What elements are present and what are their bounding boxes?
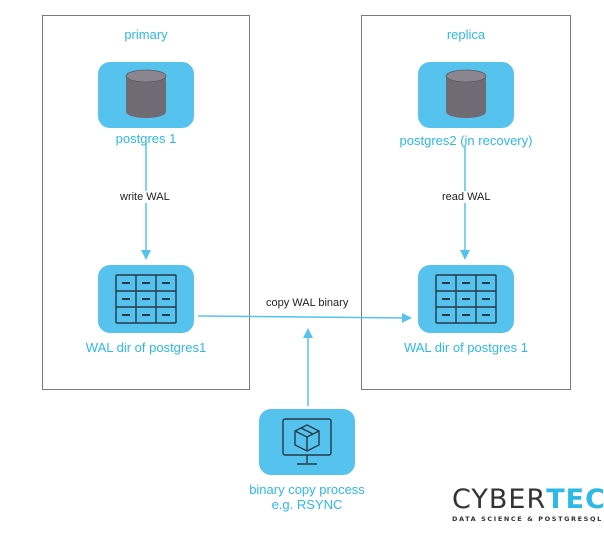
folder-grid-icon xyxy=(435,274,497,324)
primary-title: primary xyxy=(124,27,168,42)
copy-wal-label: copy WAL binary xyxy=(264,297,351,309)
write-wal-label: write WAL xyxy=(118,191,172,203)
logo-tagline: DATA SCIENCE & POSTGRESQL xyxy=(452,515,603,523)
database-icon xyxy=(445,69,487,118)
copy-wal-arrow xyxy=(197,312,412,323)
monitor-box-icon xyxy=(282,418,332,465)
primary-db-label: postgres 1 xyxy=(115,131,177,146)
cybertec-logo: CYBERTEC DATA SCIENCE & POSTGRESQL xyxy=(452,486,604,523)
replica-wal-tile xyxy=(418,265,514,333)
process-label-line1: binary copy process xyxy=(249,482,365,497)
primary-db-tile xyxy=(98,62,194,128)
primary-wal-label: WAL dir of postgres1 xyxy=(85,340,207,355)
replica-wal-label: WAL dir of postgres 1 xyxy=(403,340,529,355)
replica-title: replica xyxy=(446,27,486,42)
logo-part1: CYBER xyxy=(452,484,547,515)
logo-wordmark: CYBERTEC xyxy=(452,486,604,513)
replica-db-label: postgres2 (in recovery) xyxy=(399,133,533,148)
folder-grid-icon xyxy=(115,274,177,324)
read-wal-label: read WAL xyxy=(440,191,493,203)
logo-part2: TEC xyxy=(546,484,604,515)
process-label-line2: e.g. RSYNC xyxy=(271,497,343,512)
process-tile xyxy=(259,409,355,475)
replica-db-tile xyxy=(418,62,514,128)
database-icon xyxy=(125,69,167,118)
primary-wal-tile xyxy=(98,265,194,333)
